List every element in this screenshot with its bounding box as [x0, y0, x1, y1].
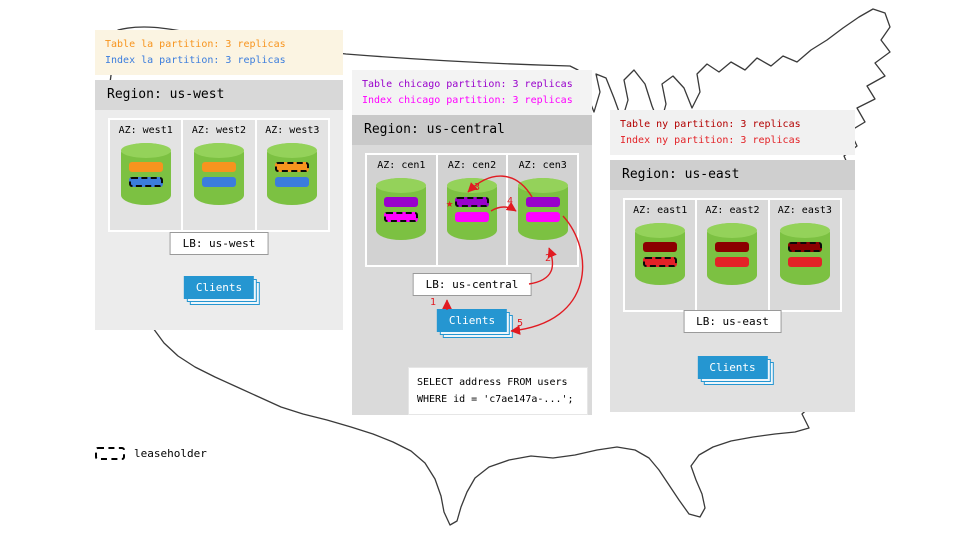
az-label: AZ: cen3	[518, 160, 567, 171]
partition-callout-us-east: Table ny partition: 3 replicas Index ny …	[610, 110, 855, 155]
table-replica-bar	[275, 162, 310, 172]
legend-label: leaseholder	[134, 447, 207, 460]
index-replica-bar	[643, 257, 678, 267]
az-label: AZ: cen1	[377, 160, 426, 171]
clients-box-us-east: Clients	[697, 356, 768, 379]
table-replica-bar	[715, 242, 750, 252]
sql-line-1: SELECT address FROM users	[417, 377, 568, 388]
az-label: AZ: west2	[191, 125, 247, 136]
table-replica-bar	[643, 242, 678, 252]
region-us-east: Region: us-east AZ: east1 AZ: east2 AZ: …	[610, 160, 855, 412]
database-node-cylinder	[517, 178, 568, 240]
legend: leaseholder	[95, 447, 207, 460]
callout-table-line: Table la partition: 3 replicas	[105, 39, 286, 50]
index-replica-bar	[455, 212, 489, 222]
az-west1: AZ: west1	[110, 120, 182, 230]
table-replica-bar	[384, 197, 419, 207]
region-title: Region: us-central	[352, 115, 592, 145]
load-balancer-us-west: LB: us-west	[169, 232, 269, 255]
index-replica-bar	[715, 257, 750, 267]
sql-query-note: SELECT address FROM users WHERE id = 'c7…	[408, 367, 588, 415]
region-title: Region: us-west	[95, 80, 343, 110]
callout-index-line: Index la partition: 3 replicas	[105, 54, 286, 66]
region-title: Region: us-east	[610, 160, 855, 190]
callout-table-line: Table ny partition: 3 replicas	[620, 119, 801, 130]
table-replica-bar	[525, 197, 560, 207]
load-balancer-us-east: LB: us-east	[683, 310, 782, 333]
database-node-cylinder	[267, 143, 318, 205]
az-row: AZ: cen1 AZ: cen2 AZ: cen3	[365, 153, 579, 267]
partition-callout-us-west: Table la partition: 3 replicas Index la …	[95, 30, 343, 75]
clients-box-us-west: Clients	[183, 276, 255, 299]
index-replica-bar	[525, 212, 560, 222]
database-node-cylinder	[376, 178, 427, 240]
callout-table-line: Table chicago partition: 3 replicas	[362, 79, 573, 90]
region-us-central: Region: us-central AZ: cen1 AZ: cen2 AZ:…	[352, 115, 592, 415]
az-row: AZ: west1 AZ: west2 AZ: west3	[108, 118, 330, 232]
az-label: AZ: east1	[633, 205, 688, 216]
database-node-cylinder	[193, 143, 244, 205]
index-replica-bar	[787, 257, 822, 267]
database-node-cylinder	[707, 223, 758, 285]
az-cen2: AZ: cen2	[437, 155, 507, 265]
table-replica-bar-leaseholder	[455, 197, 489, 207]
database-node-cylinder	[779, 223, 830, 285]
partition-callout-us-central: Table chicago partition: 3 replicas Inde…	[352, 70, 592, 115]
az-west2: AZ: west2	[183, 120, 255, 230]
database-node-cylinder	[635, 223, 686, 285]
index-replica-bar	[201, 177, 236, 187]
callout-index-line: Index chicago partition: 3 replicas	[362, 94, 573, 106]
index-replica-bar	[275, 177, 310, 187]
az-label: AZ: cen2	[447, 160, 497, 171]
table-replica-bar	[128, 162, 163, 172]
az-label: AZ: east2	[705, 205, 760, 216]
az-label: AZ: east3	[777, 205, 832, 216]
database-node-cylinder	[447, 178, 497, 240]
az-cen3: AZ: cen3	[508, 155, 578, 265]
table-replica-bar	[201, 162, 236, 172]
az-row: AZ: east1 AZ: east2 AZ: east3	[623, 198, 842, 312]
callout-index-line: Index ny partition: 3 replicas	[620, 134, 801, 146]
az-cen1: AZ: cen1	[367, 155, 436, 265]
az-label: AZ: west3	[265, 125, 320, 136]
index-replica-bar	[128, 177, 163, 187]
table-replica-bar	[787, 242, 822, 252]
region-us-west: Region: us-west AZ: west1 AZ: west2 AZ: …	[95, 80, 343, 330]
sql-line-2: WHERE id = 'c7ae147a-...';	[417, 394, 574, 405]
az-east1: AZ: east1	[625, 200, 696, 310]
az-east3: AZ: east3	[769, 200, 840, 310]
az-west3: AZ: west3	[256, 120, 328, 230]
database-node-cylinder	[120, 143, 171, 205]
load-balancer-us-central: LB: us-central	[412, 273, 532, 296]
leaseholder-dashed-swatch-icon	[95, 447, 125, 460]
index-replica-bar	[384, 212, 419, 222]
clients-box-us-central: Clients	[436, 309, 508, 332]
az-east2: AZ: east2	[697, 200, 768, 310]
az-label: AZ: west1	[118, 125, 173, 136]
